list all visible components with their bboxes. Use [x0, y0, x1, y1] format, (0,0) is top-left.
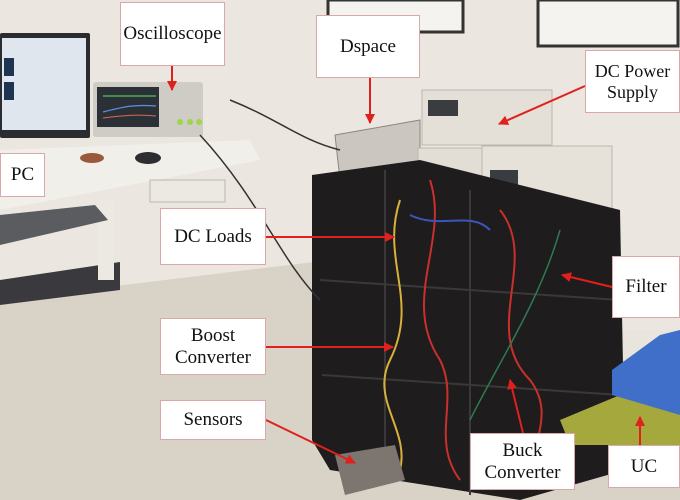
scope-button	[177, 119, 183, 125]
label-sensors: Sensors	[160, 400, 266, 440]
uc-box	[612, 330, 680, 415]
label-dspace-text: Dspace	[340, 35, 396, 57]
tape-roll	[80, 153, 104, 163]
chair	[0, 205, 108, 245]
label-pc-text: PC	[10, 164, 35, 186]
scope-trace	[102, 104, 157, 113]
desk-drawer	[149, 179, 226, 203]
scope-button	[187, 119, 193, 125]
ps-display	[428, 100, 458, 116]
uc-cushion	[560, 395, 680, 445]
label-pc: PC	[0, 153, 45, 197]
label-dc-power-supply-line2: Supply	[606, 81, 658, 102]
label-oscilloscope: Oscilloscope	[120, 2, 225, 66]
label-boost-line1: Boost	[190, 324, 236, 346]
label-dspace: Dspace	[316, 15, 420, 78]
power-supply-top	[421, 89, 553, 146]
arrow-buck-converter	[507, 379, 524, 434]
cable	[409, 214, 491, 231]
label-dc-power-supply-line1: DC Power	[594, 60, 671, 81]
label-dc-power-supply: DC Power Supply	[585, 50, 680, 113]
baseboard	[0, 262, 120, 305]
screen-plot	[4, 58, 14, 76]
desk-top	[0, 140, 260, 210]
equipment-rack	[312, 160, 625, 500]
arrow-filter	[561, 272, 613, 288]
cable	[423, 179, 461, 481]
label-uc: UC	[608, 445, 680, 488]
label-buck-line1: Buck	[502, 439, 543, 461]
cable	[199, 134, 321, 301]
cable	[383, 199, 403, 471]
mouse	[135, 152, 161, 164]
scope-trace	[102, 114, 157, 119]
label-oscilloscope-text: Oscilloscope	[123, 23, 222, 45]
label-buck-line2: Converter	[484, 461, 561, 483]
label-filter: Filter	[612, 256, 680, 318]
arrow-dc-power-supply	[498, 85, 586, 125]
cable	[229, 99, 341, 151]
wall-poster-right	[536, 0, 680, 48]
cable	[469, 229, 561, 421]
label-buck-converter: Buck Converter	[470, 433, 575, 490]
arrow-sensors	[265, 419, 356, 464]
label-sensors-text: Sensors	[183, 409, 243, 431]
label-uc-text: UC	[630, 455, 658, 477]
screen-plot	[4, 82, 14, 100]
label-dc-loads-text: DC Loads	[174, 225, 252, 247]
label-dc-loads: DC Loads	[160, 208, 266, 265]
label-filter-text: Filter	[625, 276, 667, 298]
scope-button	[196, 119, 202, 125]
pc-screen	[2, 38, 86, 130]
label-boost-converter: Boost Converter	[160, 318, 266, 375]
label-boost-line2: Converter	[175, 346, 251, 368]
